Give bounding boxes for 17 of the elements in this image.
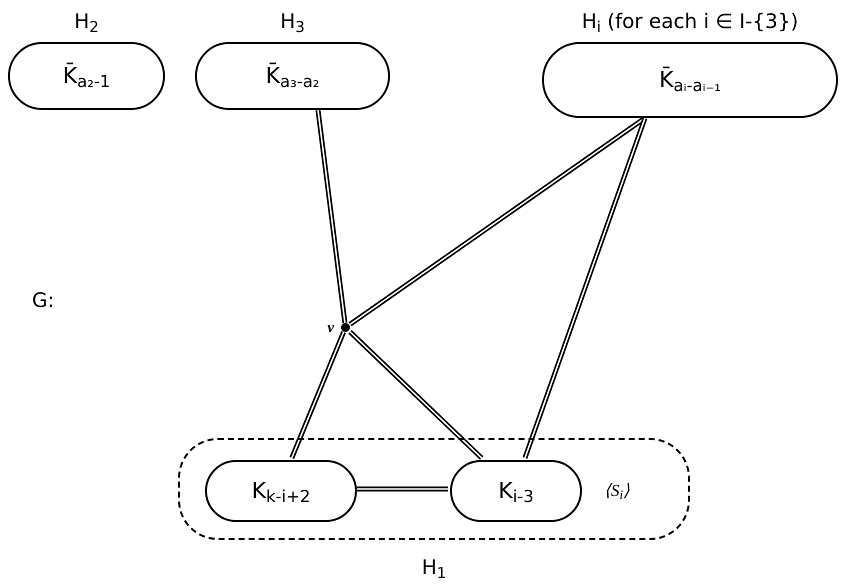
double-line-edge xyxy=(289,331,346,459)
graph-label: G: xyxy=(32,287,54,314)
vertex-label: v xyxy=(327,319,334,338)
double-line-edge xyxy=(316,110,348,324)
double-line-edge xyxy=(522,117,648,459)
subgraph-label: H$_{1}$ xyxy=(422,554,446,582)
double-line-edge xyxy=(355,486,448,492)
node-label: K̄$_{a₃-a₂}$ xyxy=(266,62,320,92)
subgraph-label: H$_{2}$ xyxy=(74,8,99,36)
node-label: K$_{i-3}$ xyxy=(498,478,534,508)
set-label: ⟨S$_{i}$⟩ xyxy=(604,480,630,504)
node-label: K̄$_{a₂-1}$ xyxy=(62,62,110,92)
double-line-edge xyxy=(348,330,484,460)
node-label: K̄$_{aᵢ-aᵢ₋₁}$ xyxy=(659,66,721,96)
subgraph-label: H$_{3}$ xyxy=(280,8,305,36)
subgraph-label: H$_{i}$ (for each i ∈ I-{3}) xyxy=(582,8,798,36)
node-label: K$_{k-i+2}$ xyxy=(252,478,310,508)
